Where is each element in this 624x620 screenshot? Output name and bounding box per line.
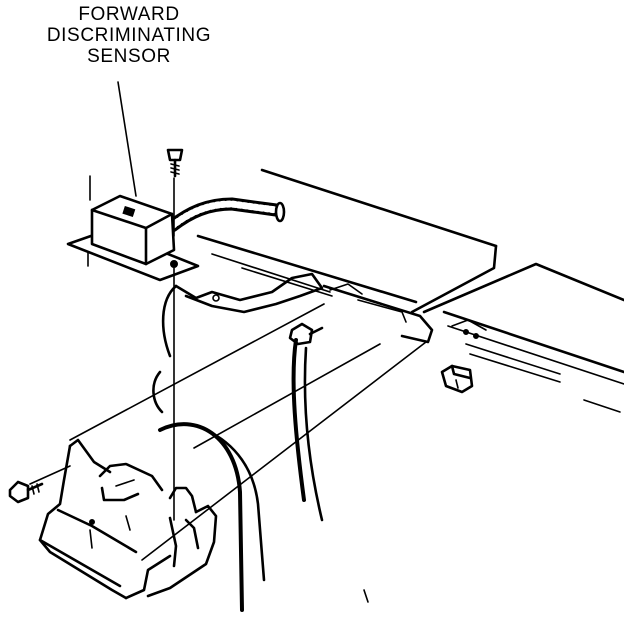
mounting-bracket: [153, 274, 322, 412]
forward-discriminating-sensor: [68, 176, 198, 280]
bolt-icon: [290, 324, 322, 344]
callout-line-1: FORWARD: [78, 4, 180, 25]
callout-line-3: SENSOR: [87, 46, 171, 67]
screw-icon: [168, 150, 182, 176]
right-panel: [424, 264, 624, 412]
upper-panel: [198, 170, 496, 342]
frame-rail: [160, 340, 368, 610]
bolt-icon: [10, 482, 42, 502]
callout-line-2: DISCRIMINATING: [46, 25, 212, 46]
sensor-callout: FORWARD DISCRIMINATING SENSOR: [14, 4, 244, 67]
callout-leader-line: [118, 82, 136, 196]
bumper-bracket: [40, 440, 216, 598]
wiring-conduit: [172, 203, 284, 226]
clip-icon: [442, 366, 472, 392]
